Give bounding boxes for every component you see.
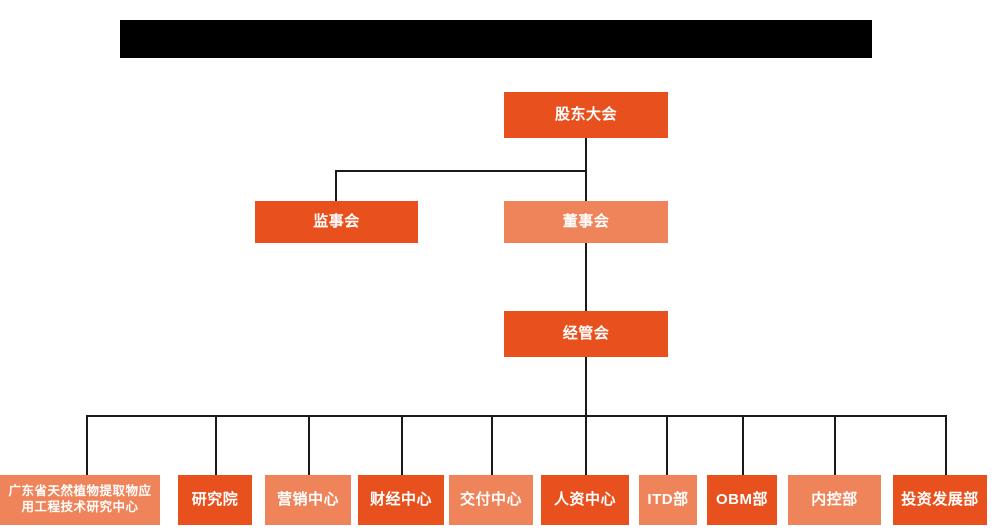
department-label: 研究院 xyxy=(191,490,239,508)
department-node-investment-development[interactable]: 投资发展部 xyxy=(893,475,987,525)
department-node-finance-center[interactable]: 财经中心 xyxy=(358,475,444,525)
connector-drop-0 xyxy=(86,415,88,475)
node-label: 经管会 xyxy=(562,324,610,342)
department-node-research-center[interactable]: 广东省天然植物提取物应 用工程技术研究中心 xyxy=(0,475,160,525)
connector-drop-3 xyxy=(401,415,403,475)
connector-drop-4 xyxy=(491,415,493,475)
redacted-title-bar xyxy=(120,20,872,58)
department-label: 人资中心 xyxy=(553,490,616,508)
connector-directors-to-management xyxy=(585,243,587,311)
department-label: ITD部 xyxy=(647,490,689,508)
department-label: 广东省天然植物提取物应 用工程技术研究中心 xyxy=(4,484,155,515)
connector-drop-2 xyxy=(308,415,310,475)
department-node-obm[interactable]: OBM部 xyxy=(707,475,777,525)
connector-supervisors-horizontal xyxy=(335,170,587,172)
department-node-hr-center[interactable]: 人资中心 xyxy=(541,475,629,525)
department-label: 投资发展部 xyxy=(901,490,979,508)
connector-drop-6 xyxy=(666,415,668,475)
connector-drop-5 xyxy=(585,415,587,475)
connector-drop-9 xyxy=(945,415,947,475)
node-management-committee[interactable]: 经管会 xyxy=(504,311,668,357)
connector-supervisors-down xyxy=(335,170,337,201)
department-label: 交付中心 xyxy=(459,490,522,508)
node-label: 监事会 xyxy=(313,212,360,230)
connector-drop-7 xyxy=(742,415,744,475)
department-label-line-1: 广东省天然植物提取物应 xyxy=(8,484,152,499)
department-label: 营销中心 xyxy=(276,490,339,508)
connector-drop-1 xyxy=(215,415,217,475)
department-label: 内控部 xyxy=(811,490,858,508)
node-board-of-directors[interactable]: 董事会 xyxy=(504,201,668,243)
connector-directors-down xyxy=(585,170,587,201)
connector-drop-8 xyxy=(834,415,836,475)
node-shareholders-meeting[interactable]: 股东大会 xyxy=(504,92,668,138)
department-label: 财经中心 xyxy=(369,490,432,508)
department-label-line-2: 用工程技术研究中心 xyxy=(21,500,139,514)
connector-shareholders-down xyxy=(585,138,587,172)
department-node-itd[interactable]: ITD部 xyxy=(639,475,697,525)
node-label: 董事会 xyxy=(562,212,610,230)
department-node-marketing-center[interactable]: 营销中心 xyxy=(265,475,351,525)
node-label: 股东大会 xyxy=(554,105,617,123)
department-node-research-institute[interactable]: 研究院 xyxy=(178,475,252,525)
node-board-of-supervisors[interactable]: 监事会 xyxy=(255,201,418,243)
department-node-delivery-center[interactable]: 交付中心 xyxy=(449,475,533,525)
connector-department-bus xyxy=(86,415,946,417)
department-node-internal-control[interactable]: 内控部 xyxy=(788,475,881,525)
department-label: OBM部 xyxy=(716,490,768,508)
connector-management-to-bus xyxy=(585,357,587,416)
